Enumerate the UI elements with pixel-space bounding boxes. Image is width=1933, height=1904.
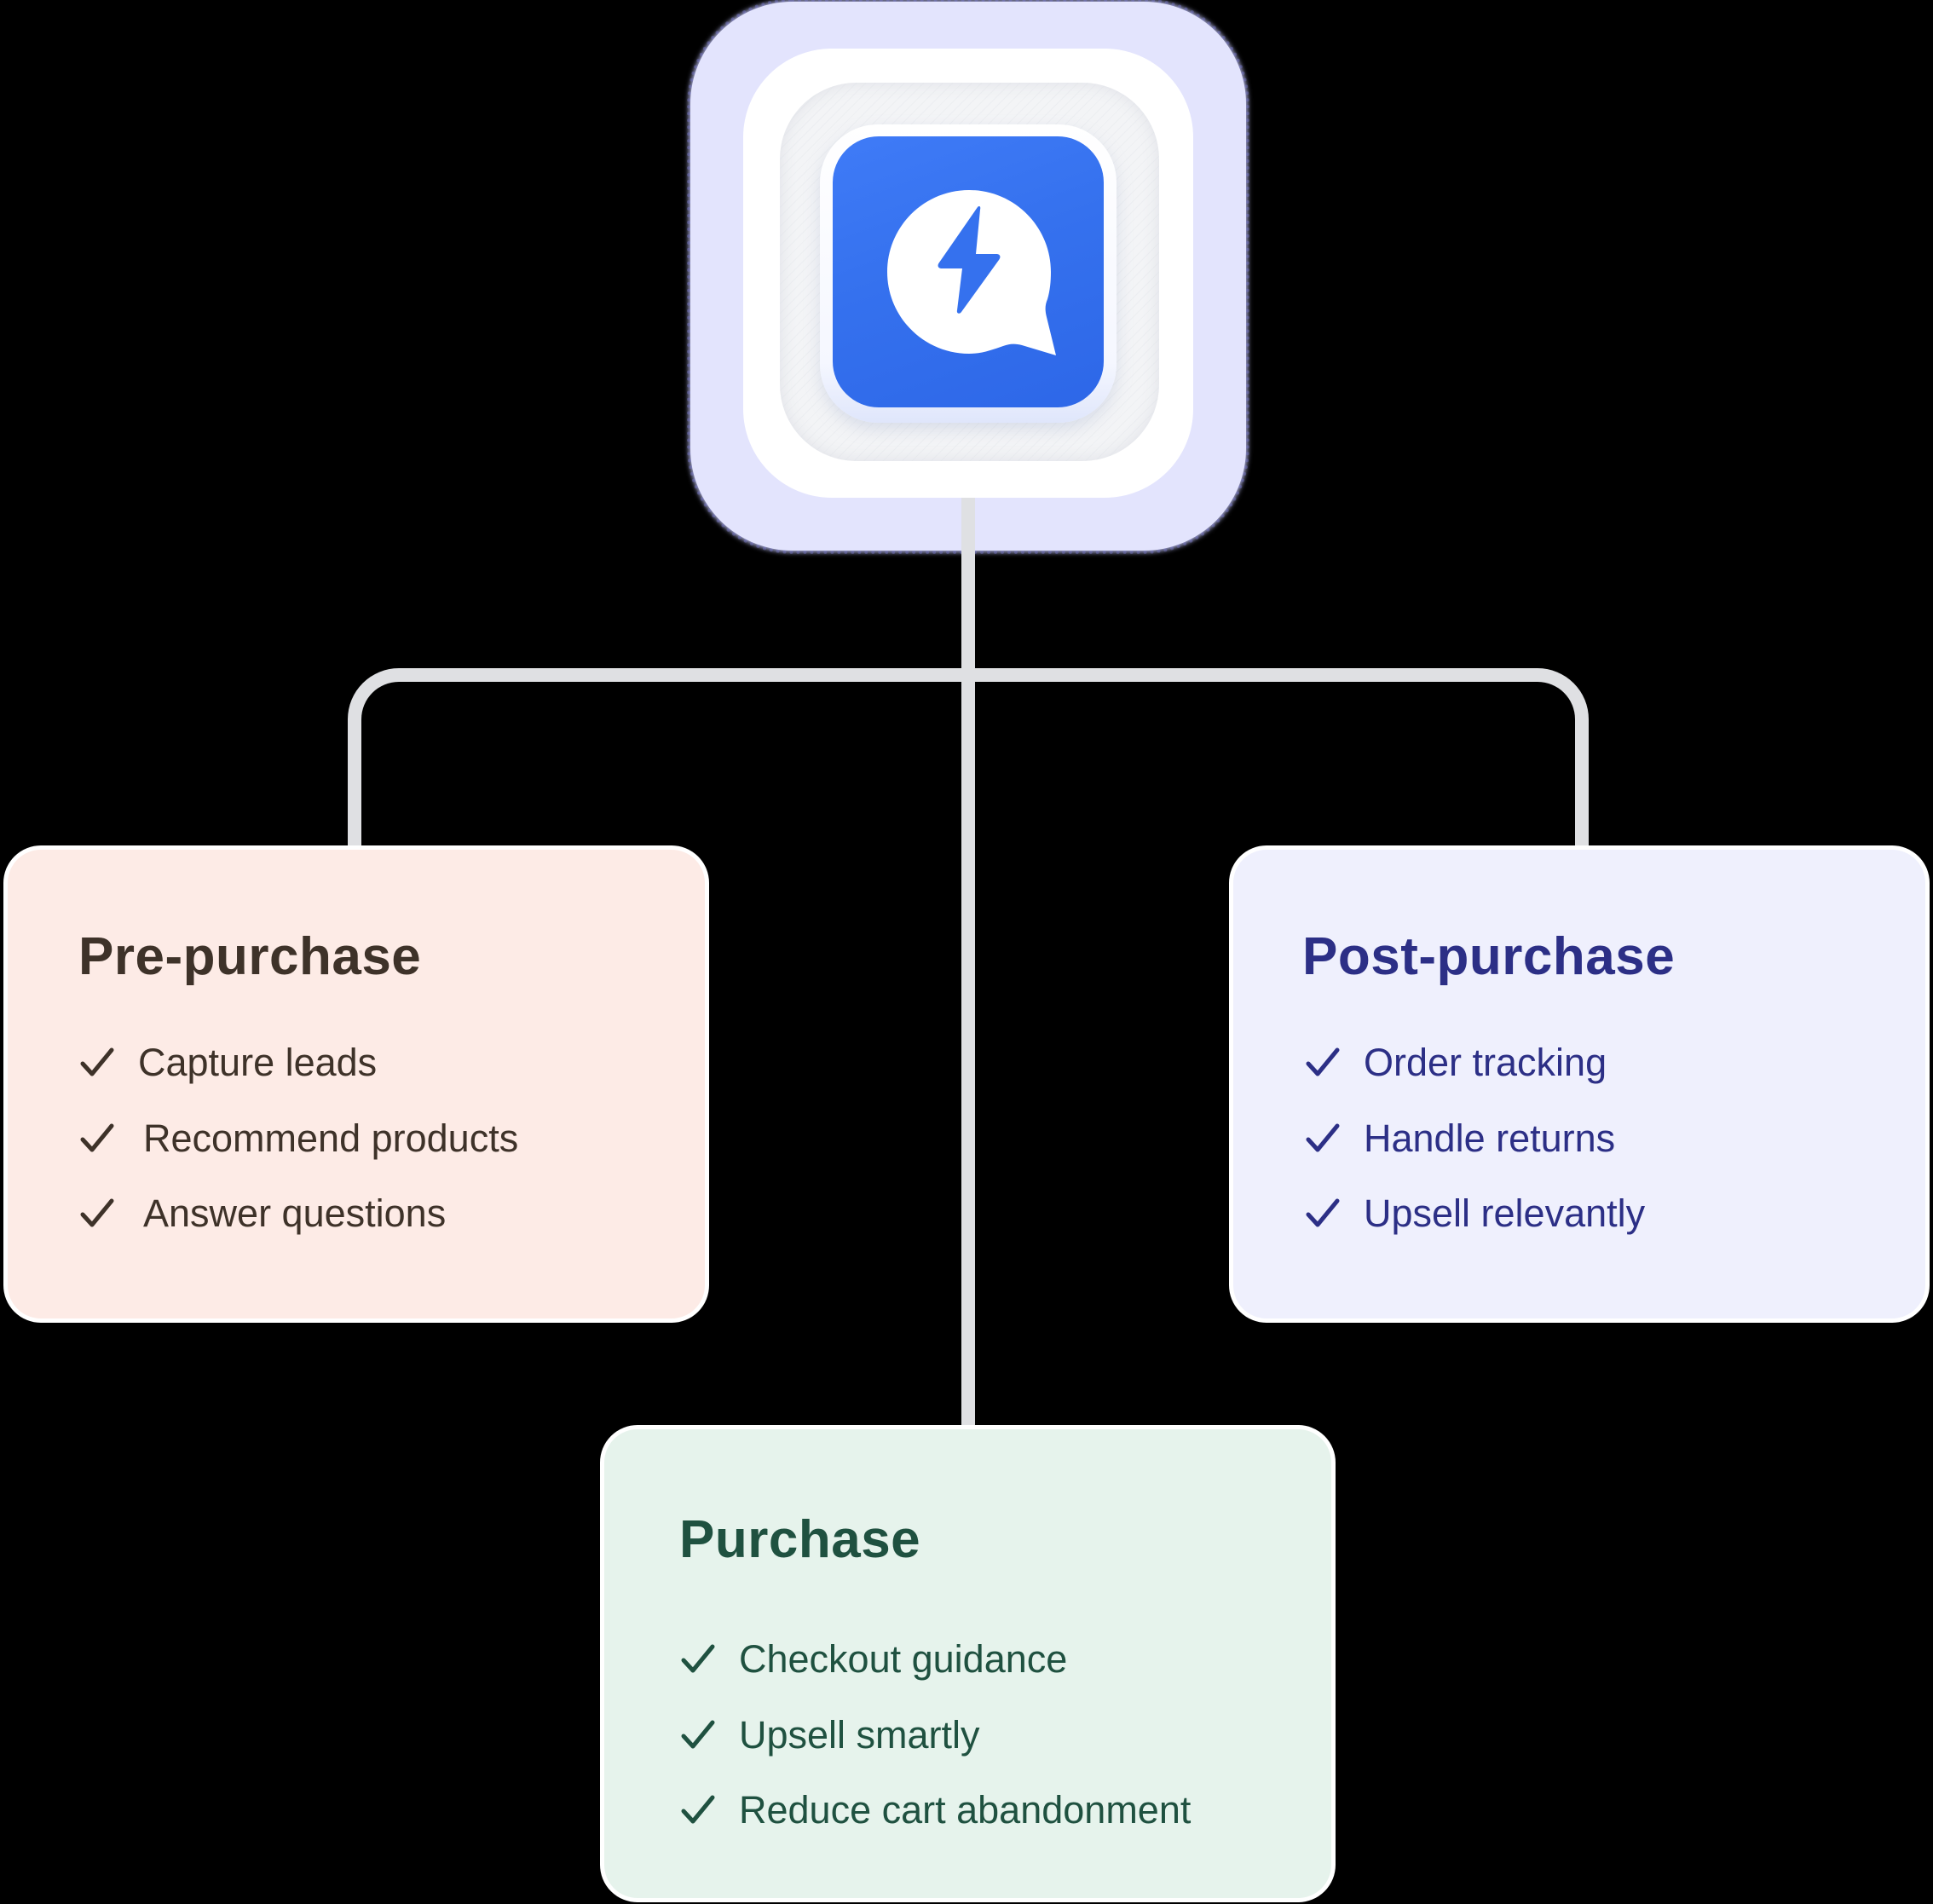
stage-card-purchase: Purchase Checkout guidance Upsell smartl… (600, 1425, 1336, 1902)
connector-horizontal (401, 668, 1534, 682)
stage-feature-list: Order tracking Handle returns Upsell rel… (1306, 1025, 1645, 1252)
stage-card-post-purchase: Post-purchase Order tracking Handle retu… (1229, 845, 1930, 1323)
checkmark-icon (681, 1720, 715, 1749)
list-item-label: Capture leads (138, 1041, 378, 1085)
list-item-label: Upsell smartly (739, 1712, 980, 1757)
stage-feature-list: Checkout guidance Upsell smartly Reduce … (681, 1622, 1191, 1849)
stage-title: Post-purchase (1302, 927, 1676, 986)
list-item-label: Order tracking (1364, 1041, 1607, 1085)
connector-right (1575, 733, 1589, 847)
checkmark-icon (681, 1644, 715, 1673)
connector-left (348, 733, 361, 847)
list-item: Order tracking (1306, 1025, 1645, 1101)
list-item: Answer questions (80, 1176, 518, 1252)
list-item: Upsell relevantly (1306, 1176, 1645, 1252)
list-item-label: Answer questions (143, 1191, 447, 1236)
list-item-label: Reduce cart abandonment (739, 1788, 1192, 1832)
list-item: Reduce cart abandonment (681, 1773, 1191, 1849)
checkmark-icon (80, 1123, 114, 1152)
stage-title: Pre-purchase (78, 927, 422, 986)
app-icon (833, 136, 1104, 407)
stage-card-pre-purchase: Pre-purchase Capture leads Recommend pro… (3, 845, 709, 1323)
checkmark-icon (1306, 1047, 1340, 1076)
chat-bubble-lightning-icon (887, 190, 1056, 355)
list-item: Upsell smartly (681, 1698, 1191, 1774)
checkmark-icon (681, 1795, 715, 1824)
checkmark-icon (1306, 1198, 1340, 1227)
stage-feature-list: Capture leads Recommend products Answer … (80, 1025, 518, 1252)
list-item-label: Upsell relevantly (1364, 1191, 1646, 1236)
list-item: Recommend products (80, 1101, 518, 1177)
connector-center (961, 498, 975, 1427)
list-item-label: Checkout guidance (739, 1637, 1068, 1682)
stage-title: Purchase (679, 1510, 921, 1569)
checkmark-icon (1306, 1123, 1340, 1152)
list-item: Handle returns (1306, 1101, 1645, 1177)
list-item-label: Recommend products (143, 1116, 519, 1160)
list-item-label: Handle returns (1364, 1116, 1616, 1160)
list-item: Checkout guidance (681, 1622, 1191, 1698)
list-item: Capture leads (80, 1025, 518, 1101)
checkmark-icon (80, 1198, 114, 1227)
checkmark-icon (80, 1047, 114, 1076)
